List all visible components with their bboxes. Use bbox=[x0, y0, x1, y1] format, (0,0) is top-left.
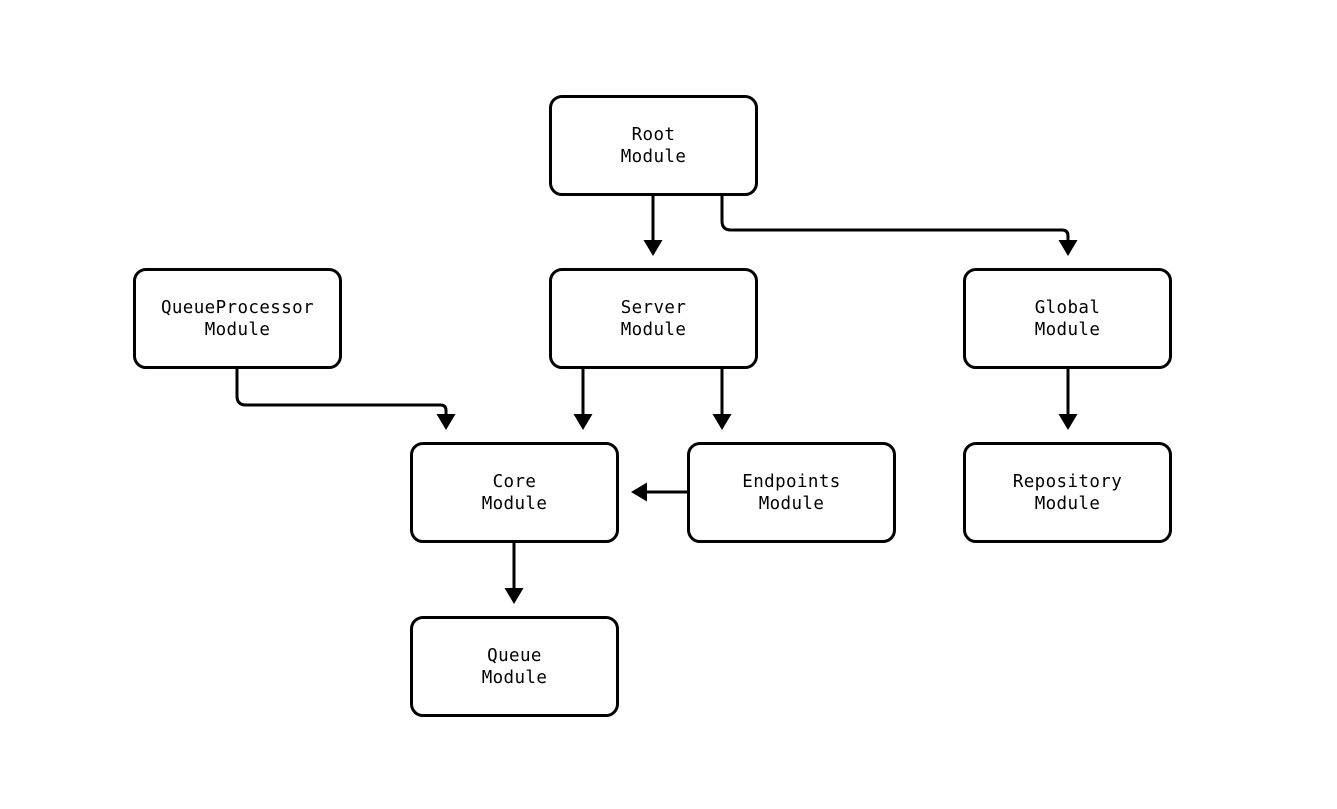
node-server-label-line2: Module bbox=[620, 319, 687, 340]
arrowhead-endpoints-to-core bbox=[631, 482, 647, 502]
arrowhead-core-to-queue bbox=[504, 588, 524, 604]
node-global-label-line1: Global bbox=[1034, 297, 1101, 318]
node-root[interactable]: Root Module bbox=[549, 95, 758, 196]
arrowhead-server-to-endpoints bbox=[712, 414, 732, 430]
node-root-label-line2: Module bbox=[620, 146, 687, 167]
node-endpoints-label-line2: Module bbox=[758, 493, 825, 514]
arrowhead-server-to-core bbox=[573, 414, 593, 430]
node-core-label-line2: Module bbox=[481, 493, 548, 514]
edge-root-to-global bbox=[720, 196, 1070, 242]
node-core-label-line1: Core bbox=[492, 471, 537, 492]
node-root-label-line1: Root bbox=[631, 124, 676, 145]
arrowhead-root-to-global bbox=[1058, 240, 1078, 256]
edge-queueprocessor-to-core bbox=[235, 369, 448, 416]
node-queue[interactable]: Queue Module bbox=[410, 616, 619, 717]
node-queueprocessor-label-line2: Module bbox=[204, 319, 271, 340]
node-repository-label-line1: Repository bbox=[1012, 471, 1123, 492]
arrowhead-queueprocessor-to-core bbox=[436, 414, 456, 430]
node-queueprocessor[interactable]: QueueProcessor Module bbox=[133, 268, 342, 369]
node-endpoints-label-line1: Endpoints bbox=[742, 471, 841, 492]
node-global-label-line2: Module bbox=[1034, 319, 1101, 340]
edges-group bbox=[235, 196, 1078, 604]
node-global[interactable]: Global Module bbox=[963, 268, 1172, 369]
arrowhead-root-to-server bbox=[643, 240, 663, 256]
node-queue-label-line2: Module bbox=[481, 667, 548, 688]
node-server[interactable]: Server Module bbox=[549, 268, 758, 369]
node-endpoints[interactable]: Endpoints Module bbox=[687, 442, 896, 543]
node-queue-label-line1: Queue bbox=[487, 645, 542, 666]
node-queueprocessor-label-line1: QueueProcessor bbox=[160, 297, 315, 318]
arrowhead-global-to-repository bbox=[1058, 414, 1078, 430]
node-server-label-line1: Server bbox=[620, 297, 687, 318]
node-repository[interactable]: Repository Module bbox=[963, 442, 1172, 543]
node-repository-label-line2: Module bbox=[1034, 493, 1101, 514]
node-core[interactable]: Core Module bbox=[410, 442, 619, 543]
